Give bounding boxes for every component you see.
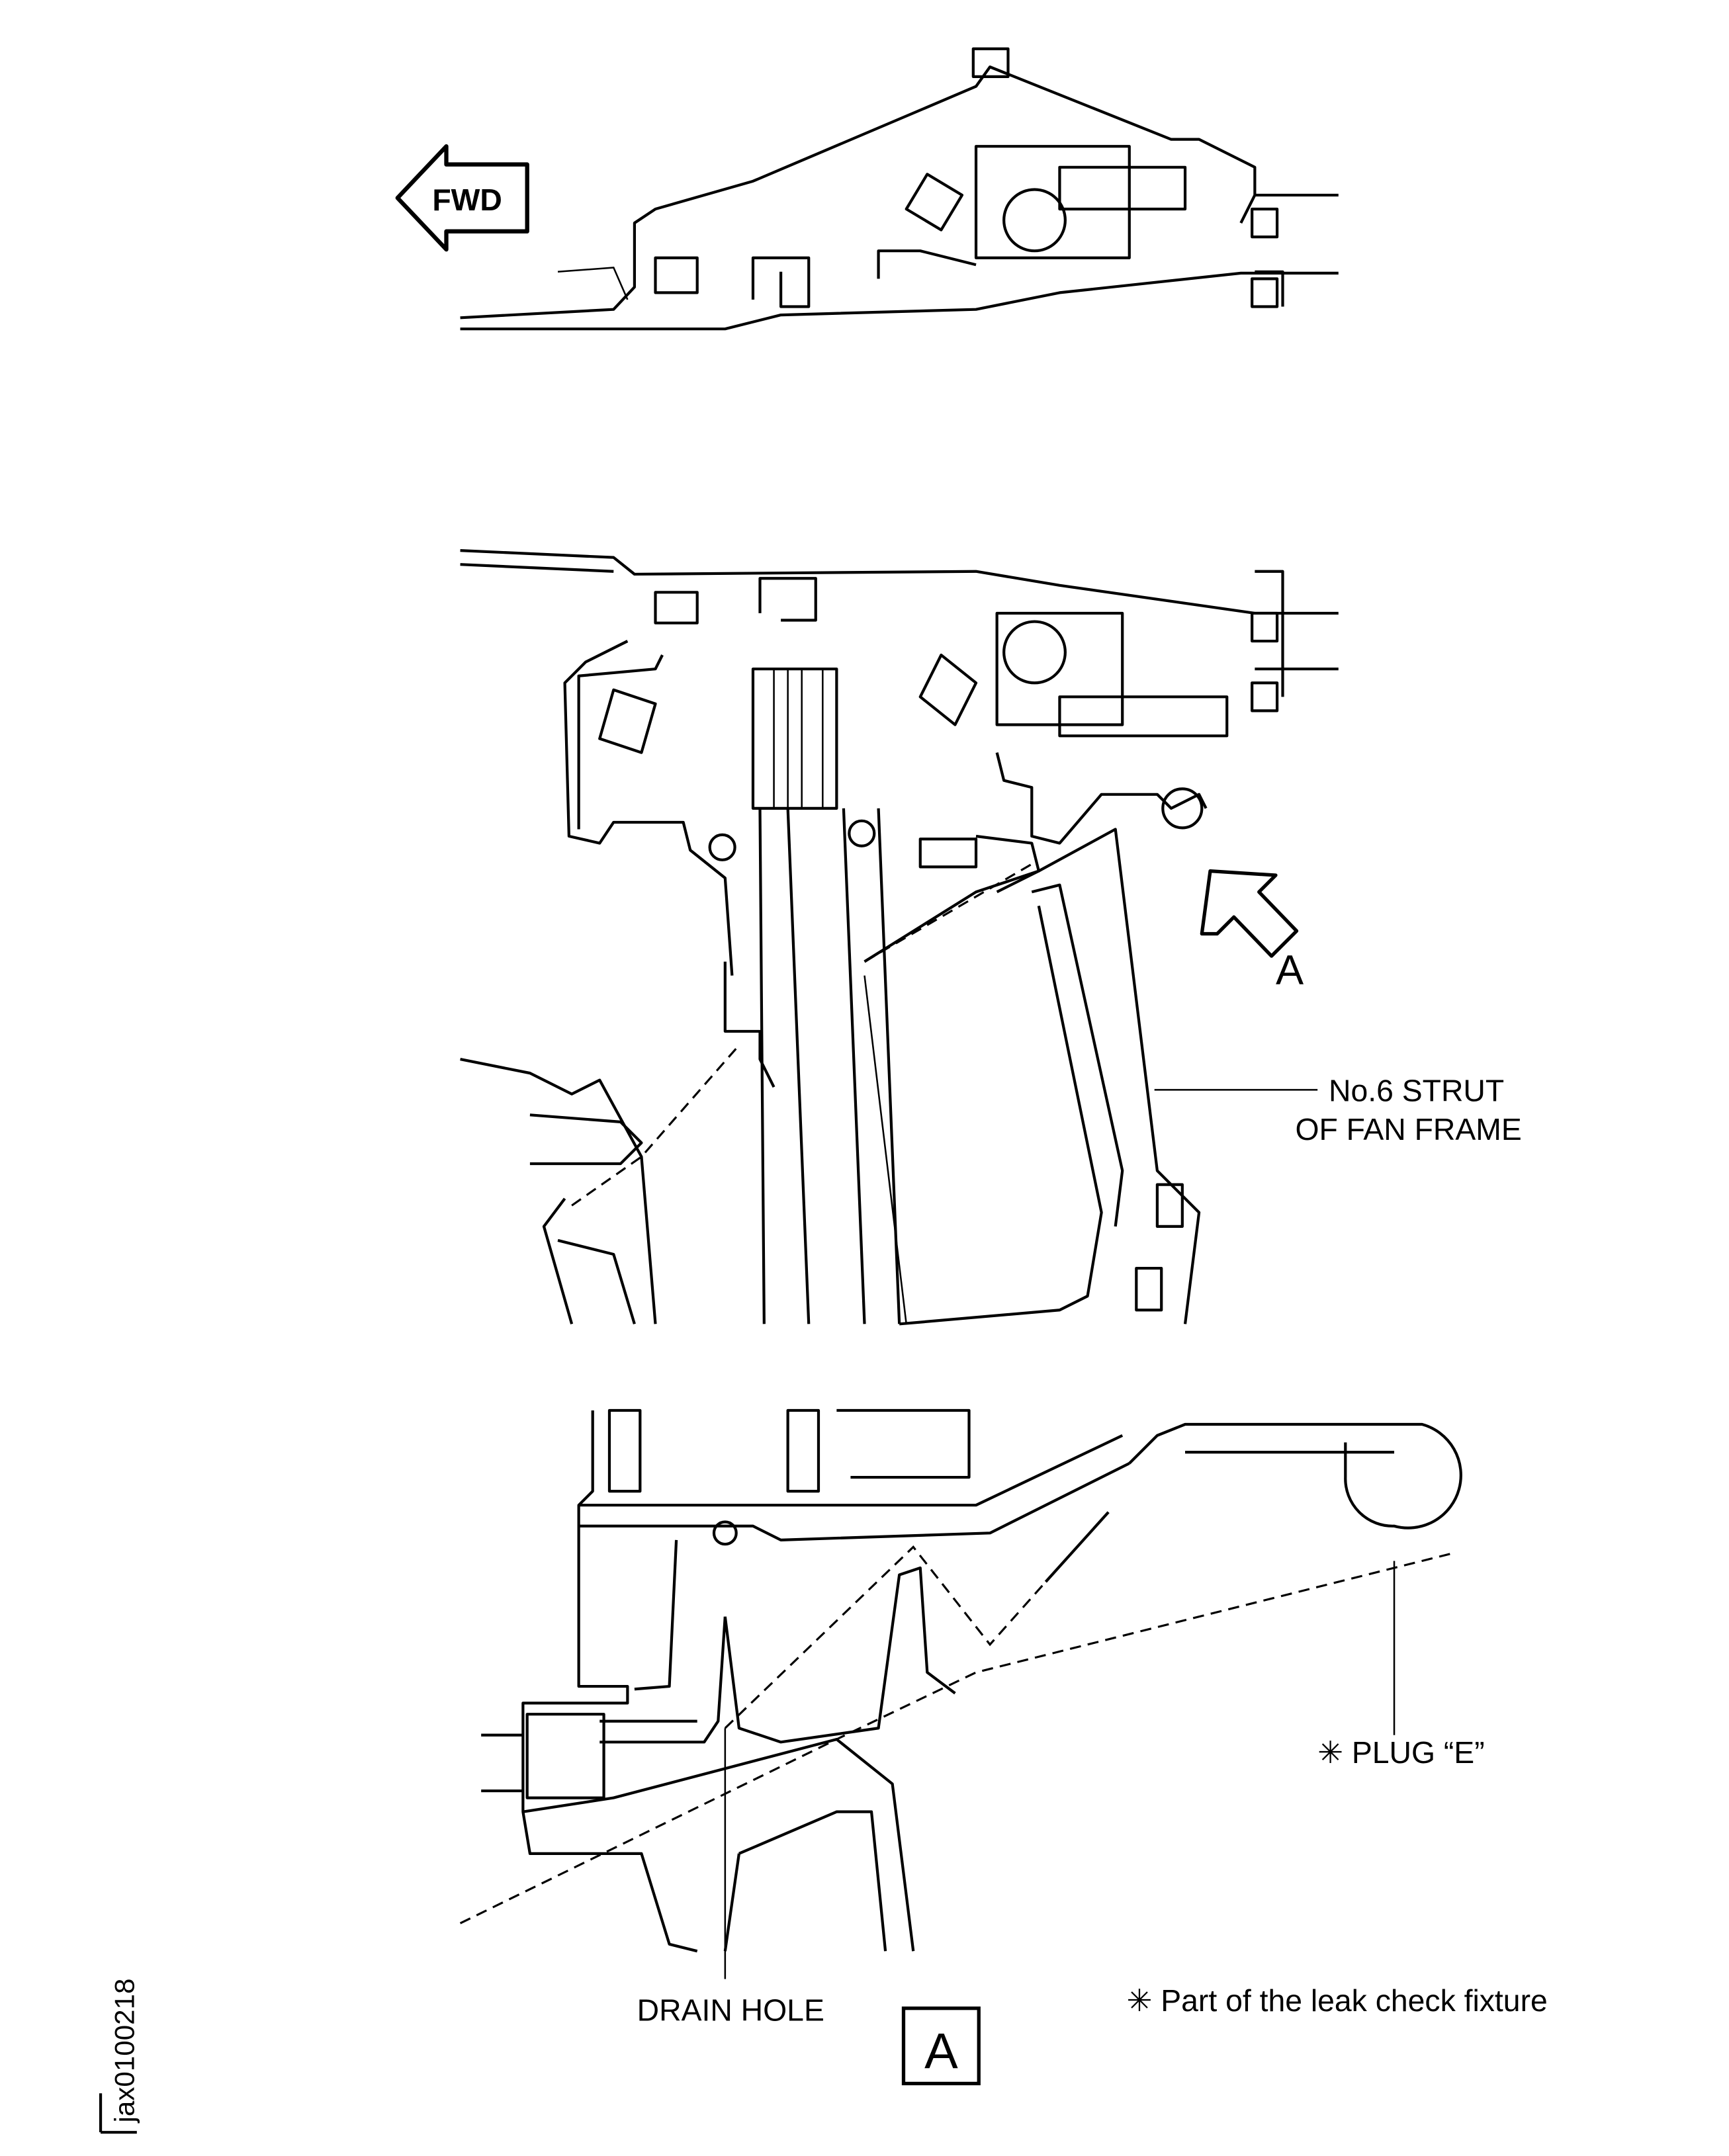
top-section-view bbox=[460, 47, 1339, 331]
drain-hole-label: DRAIN HOLE bbox=[637, 1993, 824, 2028]
middle-section-view bbox=[460, 549, 1339, 1326]
figure-id-label: jax0100218 bbox=[109, 1979, 140, 2124]
fwd-label: FWD bbox=[432, 183, 502, 217]
footnote: ✳ Part of the leak check fixture bbox=[1127, 1983, 1548, 2018]
figure-id: jax0100218 bbox=[99, 1979, 140, 2134]
plug-e-label: ✳ PLUG “E” bbox=[1317, 1735, 1484, 1770]
view-a-label: A bbox=[1276, 947, 1304, 993]
view-a-title: A bbox=[924, 2023, 958, 2079]
strut-callout: No.6 STRUT OF FAN FRAME bbox=[1154, 1073, 1522, 1146]
view-a-arrow: A bbox=[1200, 869, 1304, 993]
fwd-arrow: FWD bbox=[395, 144, 529, 252]
strut-label-line1: No.6 STRUT bbox=[1329, 1073, 1504, 1107]
view-a-title-box: A bbox=[901, 2006, 981, 2086]
strut-label-line2: OF FAN FRAME bbox=[1295, 1112, 1521, 1146]
detail-a-view bbox=[459, 1408, 1462, 1979]
